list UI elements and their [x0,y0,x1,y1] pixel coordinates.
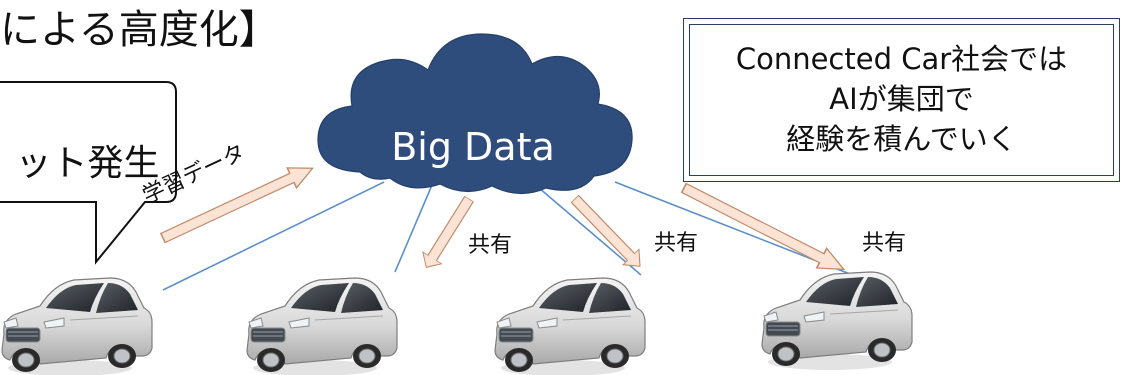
note-line-3: 経験を積んでいく [786,122,1017,156]
car-4 [761,271,913,371]
car-1 [1,277,153,375]
share-label-2: 共有 [654,231,699,256]
connection-line-car-3 [531,181,642,276]
share-arrow-2 [566,190,649,275]
speech-bubble [0,81,177,265]
note-line-1: Connected Car社会では [735,42,1068,76]
cloud-shape [317,33,633,195]
cloud-label: Big Data [391,125,555,169]
share-label-1: 共有 [468,233,513,258]
share-arrow-3 [678,177,850,281]
page-heading: による高度化】 [0,7,279,53]
share-label-3: 共有 [862,231,907,256]
car-2 [246,277,398,375]
speech-bubble-text: ット発生 [15,143,160,184]
note-line-2: AIが集団で [829,82,974,116]
note-box: Connected Car社会では AIが集団で 経験を積んでいく [683,18,1120,182]
connection-line-car-2 [394,184,433,273]
connection-line-car-1 [162,181,385,291]
car-3 [494,277,646,375]
